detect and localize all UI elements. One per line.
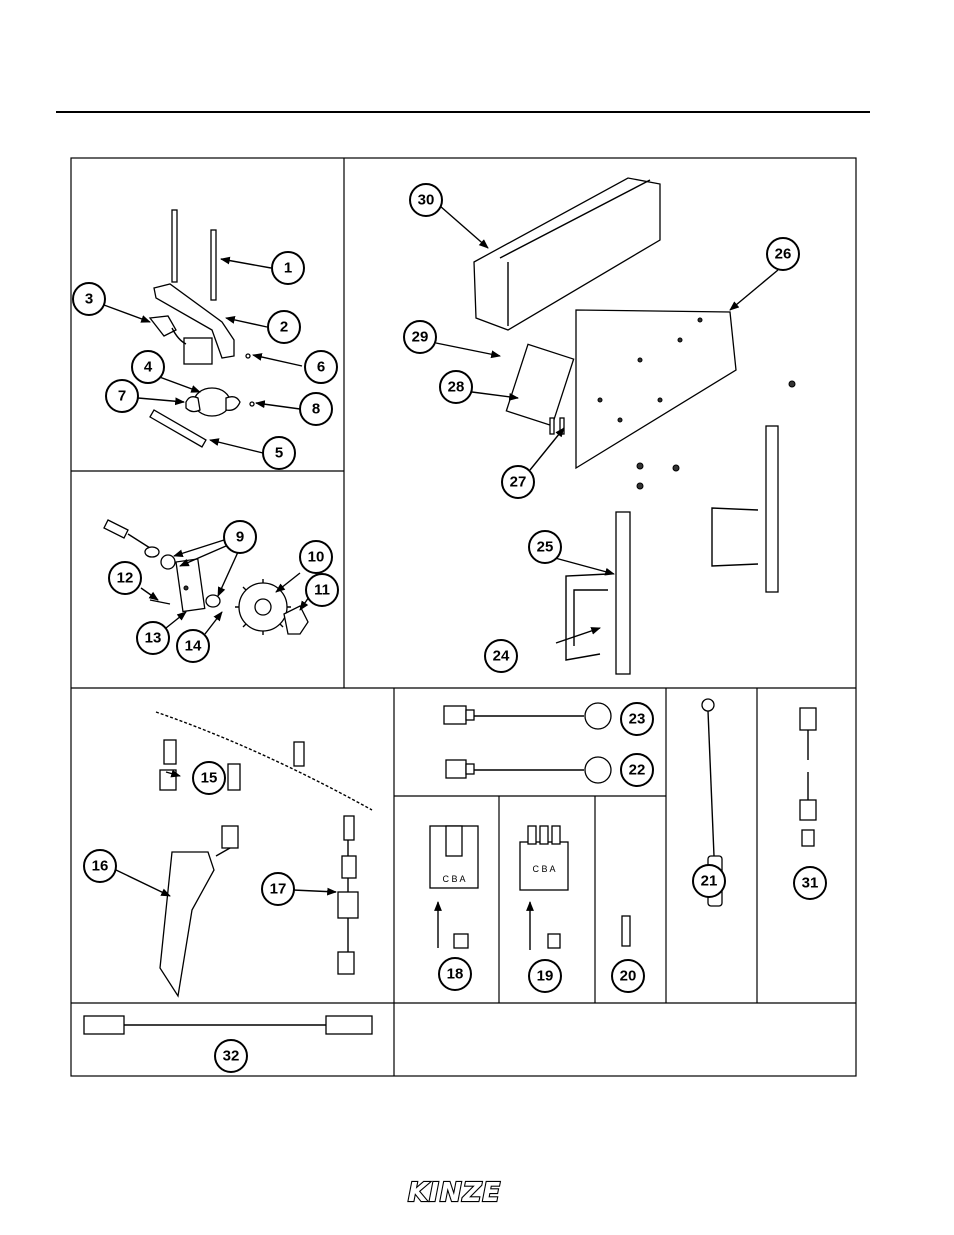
callout-7: 7 [106,380,138,412]
callout-20: 20 [612,960,644,992]
callout-24-label: 24 [493,648,510,665]
callout-5: 5 [263,437,295,469]
callout-1: 1 [272,252,304,284]
panel-connector-leads [444,703,611,783]
callout-18-label: 18 [447,966,464,983]
callout-28-label: 28 [448,379,465,396]
callout-10: 10 [300,541,332,573]
callout-5-label: 5 [275,445,283,462]
kinze-logo: KINZE [404,1176,524,1206]
callout-3: 3 [73,283,105,315]
callout-14: 14 [177,630,209,662]
callout-16-label: 16 [92,858,109,875]
callout-29: 29 [404,321,436,353]
connector-18-letters: C B A [442,874,465,884]
callout-9: 9 [224,521,256,553]
callout-29-label: 29 [412,329,429,346]
callout-20-label: 20 [620,968,637,985]
callout-17: 17 [262,873,294,905]
callout-22-label: 22 [629,762,646,779]
callout-4-label: 4 [144,359,153,376]
callout-15: 15 [193,762,225,794]
callout-27: 27 [502,466,534,498]
callout-26: 26 [767,238,799,270]
callout-30: 30 [410,184,442,216]
callout-8: 8 [300,393,332,425]
callout-8-label: 8 [312,401,320,418]
callout-17-label: 17 [270,881,287,898]
callout-32-label: 32 [223,1048,240,1065]
panel-sensor-parts [156,712,372,996]
callout-11-label: 11 [314,582,330,599]
panel-bracket-parts [150,210,254,447]
callout-30-label: 30 [418,192,435,209]
callout-10-label: 10 [308,549,325,566]
callout-22: 22 [621,754,653,786]
callout-13-label: 13 [145,630,162,647]
callout-12-label: 12 [117,570,134,587]
callout-14-label: 14 [185,638,202,655]
callout-31: 31 [794,867,826,899]
connector-19-letters: C B A [532,864,555,874]
callout-27-label: 27 [510,474,527,491]
callout-6-label: 6 [317,359,325,376]
callout-25-label: 25 [537,539,554,556]
callout-2: 2 [268,311,300,343]
callout-13: 13 [137,622,169,654]
callout-32: 32 [215,1040,247,1072]
callout-21-label: 21 [701,873,718,890]
callout-15-label: 15 [201,770,218,787]
callout-19-label: 19 [537,968,554,985]
callout-9-label: 9 [236,529,244,546]
callout-25: 25 [529,531,561,563]
callout-23: 23 [621,703,653,735]
callout-11: 11 [306,574,338,606]
callout-19: 19 [529,960,561,992]
callout-6: 6 [305,351,337,383]
callout-16: 16 [84,850,116,882]
callout-7-label: 7 [118,388,126,405]
panel-module-parts [474,178,795,674]
callout-12: 12 [109,562,141,594]
callout-31-label: 31 [802,875,819,892]
callout-1-label: 1 [284,260,292,277]
callout-18: 18 [439,958,471,990]
callout-4: 4 [132,351,164,383]
callout-24: 24 [485,640,517,672]
callout-28: 28 [440,371,472,403]
callout-23-label: 23 [629,711,646,728]
kinze-logo-text: KINZE [408,1178,501,1206]
callout-3-label: 3 [85,291,93,308]
callout-26-label: 26 [775,246,792,263]
panel-terminal-parts: C B A C B A [430,826,630,950]
callout-2-label: 2 [280,319,288,336]
callout-21: 21 [693,865,725,897]
